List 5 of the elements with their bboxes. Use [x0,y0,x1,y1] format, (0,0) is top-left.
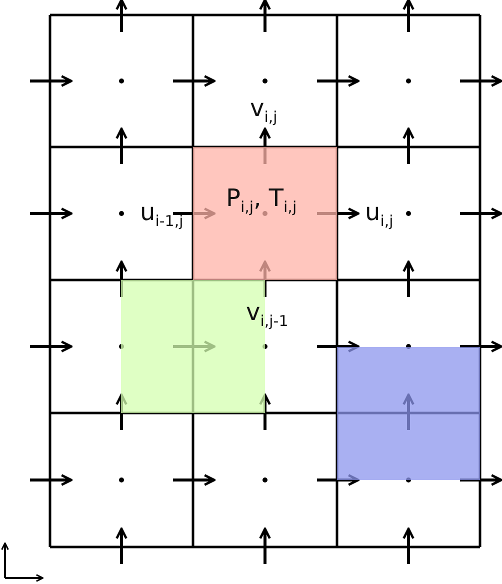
variable-label: v$_{i,j-1}$ [246,300,288,329]
variable-label: u$_{i-1,j}$ [140,200,184,229]
variable-label: v$_{i,j}$ [250,96,278,125]
variable-label: P$_{i,j}$, T$_{i,j}$ [226,186,297,215]
variable-label: u$_{i,j}$ [365,200,394,229]
